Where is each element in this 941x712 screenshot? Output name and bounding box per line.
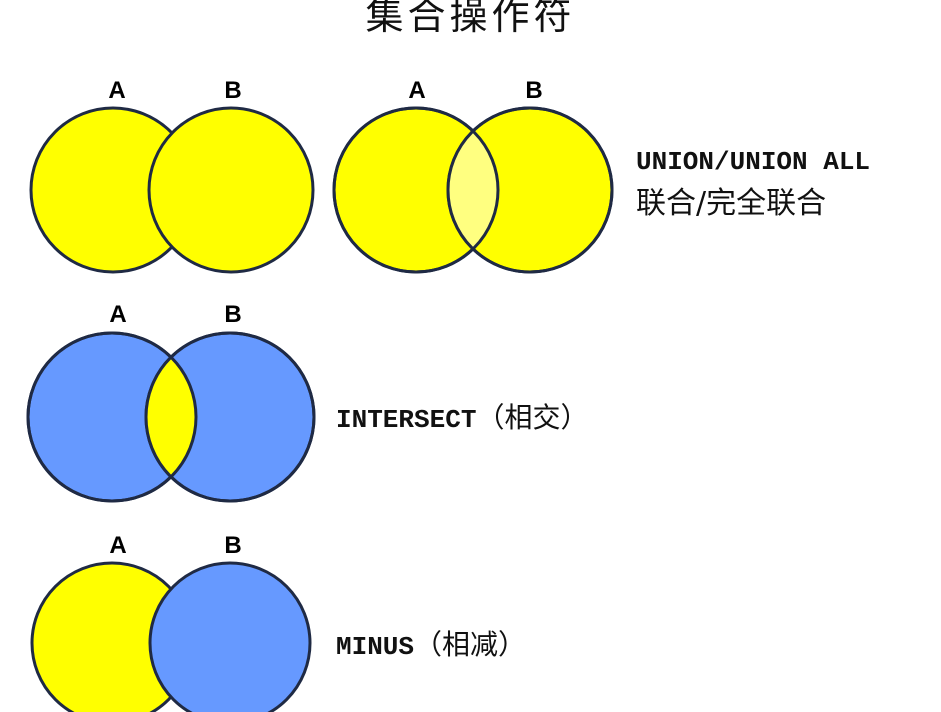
set-a-label: A [109, 301, 126, 328]
set-b-circle [147, 106, 315, 274]
set-b-outline [144, 331, 316, 503]
set-a-label: A [109, 532, 126, 559]
minus-diagram: A B [30, 532, 312, 712]
union-keyword: UNION/UNION ALL [636, 147, 871, 177]
set-b-label: B [224, 301, 241, 328]
set-b-circle [148, 561, 312, 712]
intersect-diagram: A B [26, 301, 316, 503]
page-title: 集合操作符 [365, 0, 576, 38]
set-b-label: B [525, 77, 542, 104]
minus-keyword: MINUS [336, 632, 415, 662]
set-b-label: B [224, 77, 241, 104]
set-a-outline [332, 106, 500, 274]
intersect-label: INTERSECT（相交） [336, 402, 588, 436]
minus-description: （相减） [414, 628, 527, 661]
union-all-diagram: A B [332, 77, 614, 274]
minus-label: MINUS（相减） [336, 629, 526, 663]
union-description: 联合/完全联合 [636, 186, 827, 221]
union-diagram: A B [29, 77, 315, 274]
set-a-label: A [108, 77, 125, 104]
set-a-outline [26, 331, 198, 503]
set-b-outline [446, 106, 614, 274]
set-a-label: A [408, 77, 425, 104]
intersect-keyword: INTERSECT [336, 405, 477, 435]
set-b-label: B [224, 532, 241, 559]
intersect-description: （相交） [476, 401, 589, 434]
